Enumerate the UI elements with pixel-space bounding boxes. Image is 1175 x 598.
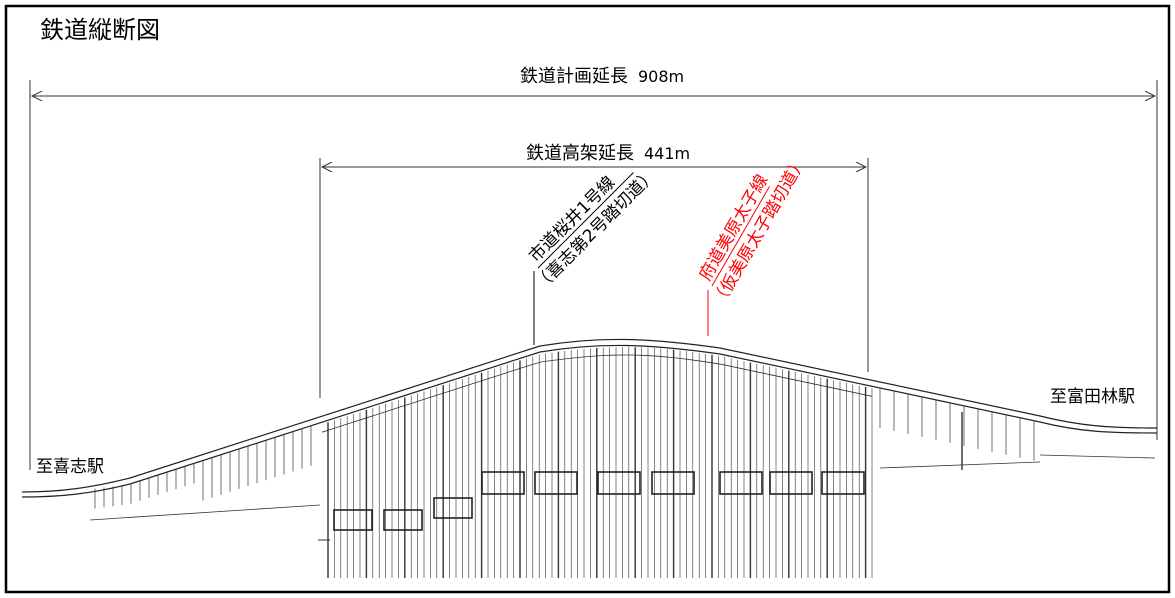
frame-box: [333, 509, 373, 531]
diagram-border: [4, 4, 1171, 594]
diagram-title: 鉄道縦断図: [40, 16, 160, 44]
frame-box: [821, 471, 865, 495]
station-right-label: 至富田林駅: [1050, 387, 1135, 407]
embankment-base: [879, 461, 1041, 469]
station-left-label: 至喜志駅: [36, 457, 104, 477]
frame-box: [719, 471, 763, 495]
frame-box: [481, 471, 525, 495]
frame-box: [383, 509, 423, 531]
viaduct-structure: [89, 346, 1156, 578]
frame-box: [769, 471, 813, 495]
frame-box: [534, 471, 578, 495]
frame-box: [433, 497, 473, 519]
frame-box: [597, 471, 641, 495]
frame-box: [651, 471, 695, 495]
deck-underside: [321, 354, 873, 433]
embankment-base: [1039, 454, 1156, 459]
embankment-base: [89, 504, 321, 521]
track-profile: [21, 338, 1158, 498]
